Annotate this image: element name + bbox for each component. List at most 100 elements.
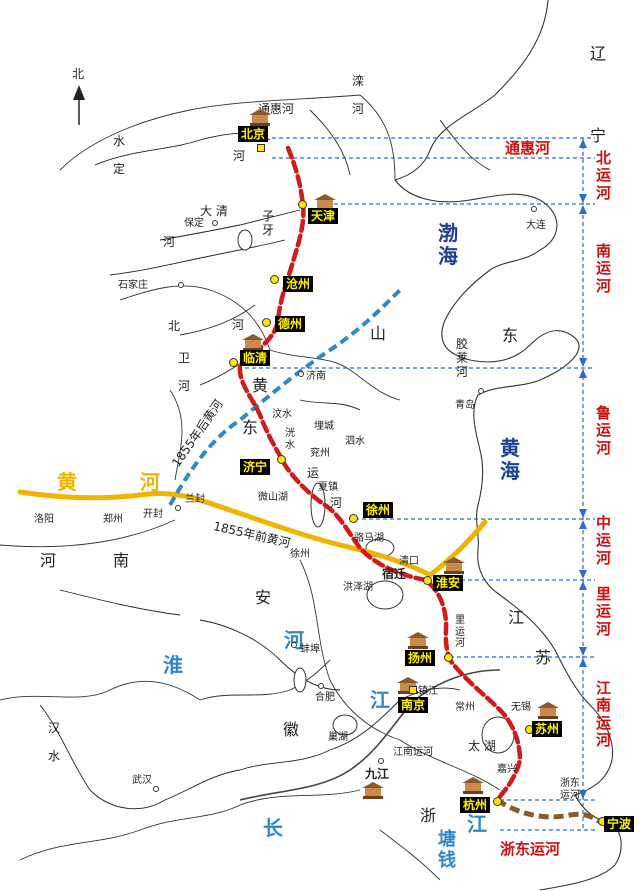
label-wenshui: 汶水 <box>272 409 292 420</box>
label-daqinghe: 大 清 <box>200 204 228 218</box>
label-luan-river: 滦 河 <box>352 74 365 116</box>
place-changzhou: 常州 <box>455 702 475 713</box>
dot-baoding <box>212 220 218 226</box>
label-sishui: 泗水 <box>345 436 365 447</box>
city-label-nanjing: 南京 <box>398 697 429 713</box>
segment-zhedong: 浙东运河 <box>500 840 561 858</box>
dot-jiujiang <box>378 758 384 764</box>
label-jiangnan-canal: 江南运河 <box>393 747 433 758</box>
label-hongze: 洪泽湖 <box>343 582 373 593</box>
place-jinan: 济南 <box>306 371 326 382</box>
dot-jinan <box>298 371 304 377</box>
capital-marker-icon <box>257 144 265 152</box>
segment-tonghui: 通惠河 <box>505 139 551 157</box>
place-baoding: 保定 <box>184 218 204 229</box>
river-label-huang: 黄 <box>57 470 77 494</box>
label-yongding: 水 定 <box>113 134 126 176</box>
place-wuhan: 武汉 <box>132 775 152 786</box>
label-anhui-hui: 徽 <box>283 720 300 739</box>
yellow-river-1855-after <box>168 288 402 506</box>
city-dot-jining <box>277 455 286 464</box>
label-tonghui-small: 通惠河 <box>258 102 295 116</box>
label-yun: 运 <box>307 466 320 480</box>
city-label-beijing: 北京 <box>238 126 269 142</box>
pagoda-icon <box>443 557 465 574</box>
label-zhe: 浙 <box>420 806 437 825</box>
dot-hefei <box>318 683 324 689</box>
city-label-yangzhou: 扬州 <box>405 650 436 666</box>
city-label-ningbo: 宁波 <box>604 816 635 832</box>
dot-wuhan <box>153 786 159 792</box>
capital-marker-icon <box>409 686 417 694</box>
label-qiantang: 塘 钱 <box>438 829 456 871</box>
pagoda-icon <box>249 109 271 126</box>
label-ning: 宁 <box>590 126 607 145</box>
place-hefei: 合肥 <box>315 692 335 703</box>
dot-dalian <box>531 206 537 212</box>
label-liao: 辽 <box>590 44 607 63</box>
river-label-huai-he: 河 <box>284 628 304 652</box>
pagoda-icon <box>397 677 419 694</box>
place-jiaxing: 嘉兴 <box>497 764 517 775</box>
label-jiangsu-jiang: 江 <box>508 608 525 627</box>
city-label-hangzhou: 杭州 <box>460 797 491 813</box>
place-kaifeng: 开封 <box>143 509 163 520</box>
label-ziya: 子 牙 <box>262 209 275 237</box>
label-henan-he: 河 <box>40 551 57 570</box>
segment-nan: 南 运 河 <box>596 242 612 295</box>
guide-arrows <box>579 139 587 799</box>
place-dalian: 大连 <box>526 220 546 231</box>
sea-huanghai: 黄 海 <box>500 436 520 483</box>
place-xiazhen: 夏镇 <box>318 482 338 493</box>
pagoda-icon <box>407 632 429 649</box>
city-label-suzhou: 苏州 <box>532 721 563 737</box>
dot-bengbu <box>291 642 297 648</box>
segment-jiangnan: 江 南 运 河 <box>596 679 612 749</box>
city-dot-tianjin <box>298 200 307 209</box>
label-liyunhe: 里 运 河 <box>455 615 465 649</box>
label-huang: 黄 <box>252 376 269 395</box>
city-label-jining: 济宁 <box>240 459 271 475</box>
place-suqian: 宿迁 <box>382 567 407 581</box>
yangtze-river <box>239 669 501 801</box>
label-dong-a: 东 <box>502 326 519 345</box>
label-he-c: 河 <box>232 318 245 332</box>
city-label-cangzhou: 沧州 <box>283 276 314 292</box>
place-wuxi: 无锡 <box>511 702 531 713</box>
label-weishan: 微山湖 <box>258 492 288 503</box>
dot-qingdao <box>478 388 484 394</box>
label-xishui: 洸 水 <box>285 428 295 451</box>
place-yanzhou: 兖州 <box>310 448 330 459</box>
city-dot-huaian <box>423 576 432 585</box>
city-dot-cangzhou <box>270 275 279 284</box>
pagoda-icon <box>537 702 559 719</box>
river-label-jiang: 江 <box>370 688 390 712</box>
city-dot-yangzhou <box>444 653 453 662</box>
dot-lankao <box>175 505 181 511</box>
label-jiaolai: 胶 莱 河 <box>456 337 469 379</box>
label-taihu: 太 湖 <box>468 739 496 753</box>
label-luoma: 骆马湖 <box>354 533 384 544</box>
label-chaohu: 巢湖 <box>328 732 348 743</box>
segment-li: 里 运 河 <box>596 585 612 638</box>
label-anhui-an: 安 <box>255 588 272 607</box>
dot-shijiazhuang <box>178 282 184 288</box>
segment-zhong: 中 运 河 <box>596 514 612 567</box>
city-dot-xuzhou <box>349 514 358 523</box>
river-label-chang: 长 <box>263 816 283 840</box>
label-he-b: 河 <box>163 235 176 249</box>
label-bei: 北 <box>168 319 181 333</box>
city-label-linqing: 临清 <box>240 350 271 366</box>
label-dong-b: 东 <box>242 418 259 437</box>
place-qingdao: 青岛 <box>455 400 475 411</box>
river-label-he: 河 <box>140 470 160 494</box>
city-label-dezhou: 德州 <box>275 316 306 332</box>
north-arrow-icon <box>73 85 85 125</box>
label-he-a: 河 <box>233 149 246 163</box>
place-qingkou: 清口 <box>399 556 419 567</box>
yellow-river-mouth <box>427 519 488 578</box>
place-zhenjiang: 镇江 <box>418 686 438 697</box>
yellow-river-old <box>17 489 433 578</box>
place-shijiazhuang: 石家庄 <box>118 280 148 291</box>
